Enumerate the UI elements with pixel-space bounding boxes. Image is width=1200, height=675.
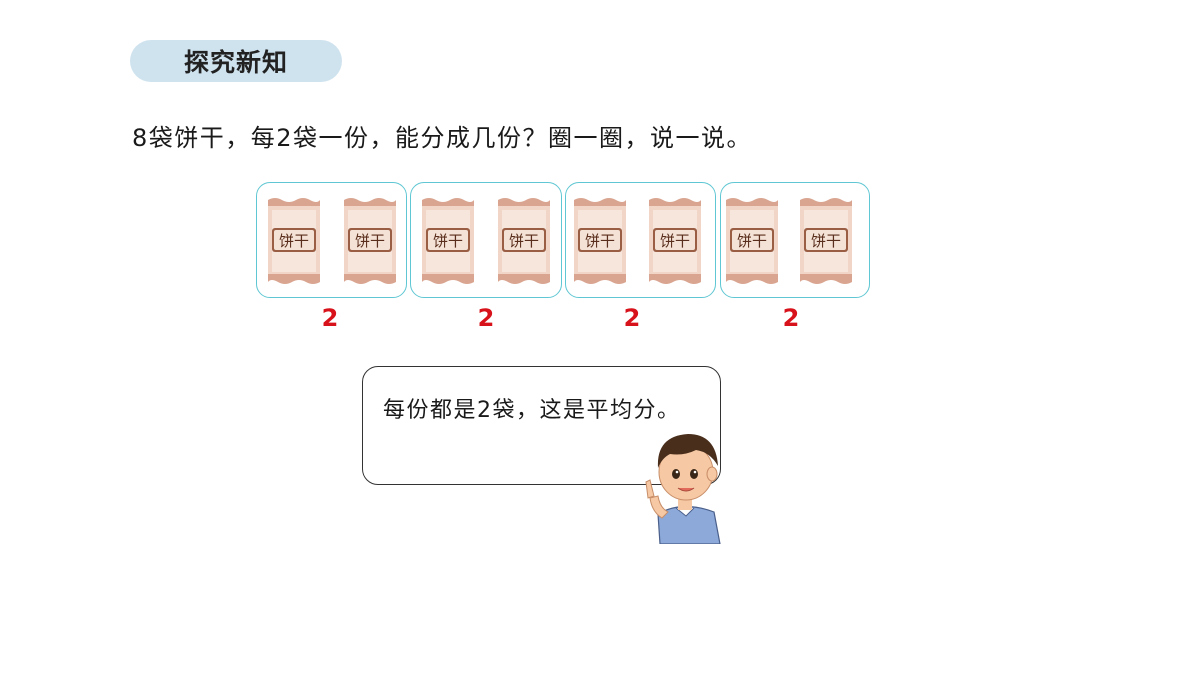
biscuit-bag-icon: 饼干	[800, 198, 852, 284]
bag-label: 饼干	[811, 232, 841, 250]
question-text: 8袋饼干，每2袋一份，能分成几份？圈一圈，说一说。	[132, 124, 753, 152]
group-circle-1[interactable]	[256, 182, 407, 298]
group-count-1: 2	[321, 304, 339, 332]
group-circle-4[interactable]	[720, 182, 870, 298]
speech-text: 每份都是2袋，这是平均分。	[383, 398, 681, 423]
bag-label: 饼干	[355, 232, 385, 250]
group-circle-3[interactable]	[565, 182, 716, 298]
bag-label: 饼干	[585, 232, 615, 250]
biscuit-bag-icon: 饼干	[344, 198, 396, 284]
biscuit-bag-icon: 饼干	[268, 198, 320, 284]
biscuit-bag-icon: 饼干	[574, 198, 626, 284]
biscuit-bag-icon: 饼干	[649, 198, 701, 284]
biscuit-bag-icon: 饼干	[726, 198, 778, 284]
biscuit-bag-icon: 饼干	[422, 198, 474, 284]
bag-label: 饼干	[509, 232, 539, 250]
section-badge: 探究新知	[130, 40, 342, 82]
bag-label: 饼干	[737, 232, 767, 250]
group-count-3: 2	[623, 304, 641, 332]
biscuit-bag-icon: 饼干	[498, 198, 550, 284]
group-count-2: 2	[477, 304, 495, 332]
bag-label: 饼干	[433, 232, 463, 250]
section-badge-label: 探究新知	[183, 48, 288, 77]
group-count-4: 2	[782, 304, 800, 332]
boy-character-icon	[645, 434, 721, 544]
bag-label: 饼干	[279, 232, 309, 250]
bag-label: 饼干	[660, 232, 690, 250]
group-circle-2[interactable]	[410, 182, 562, 298]
